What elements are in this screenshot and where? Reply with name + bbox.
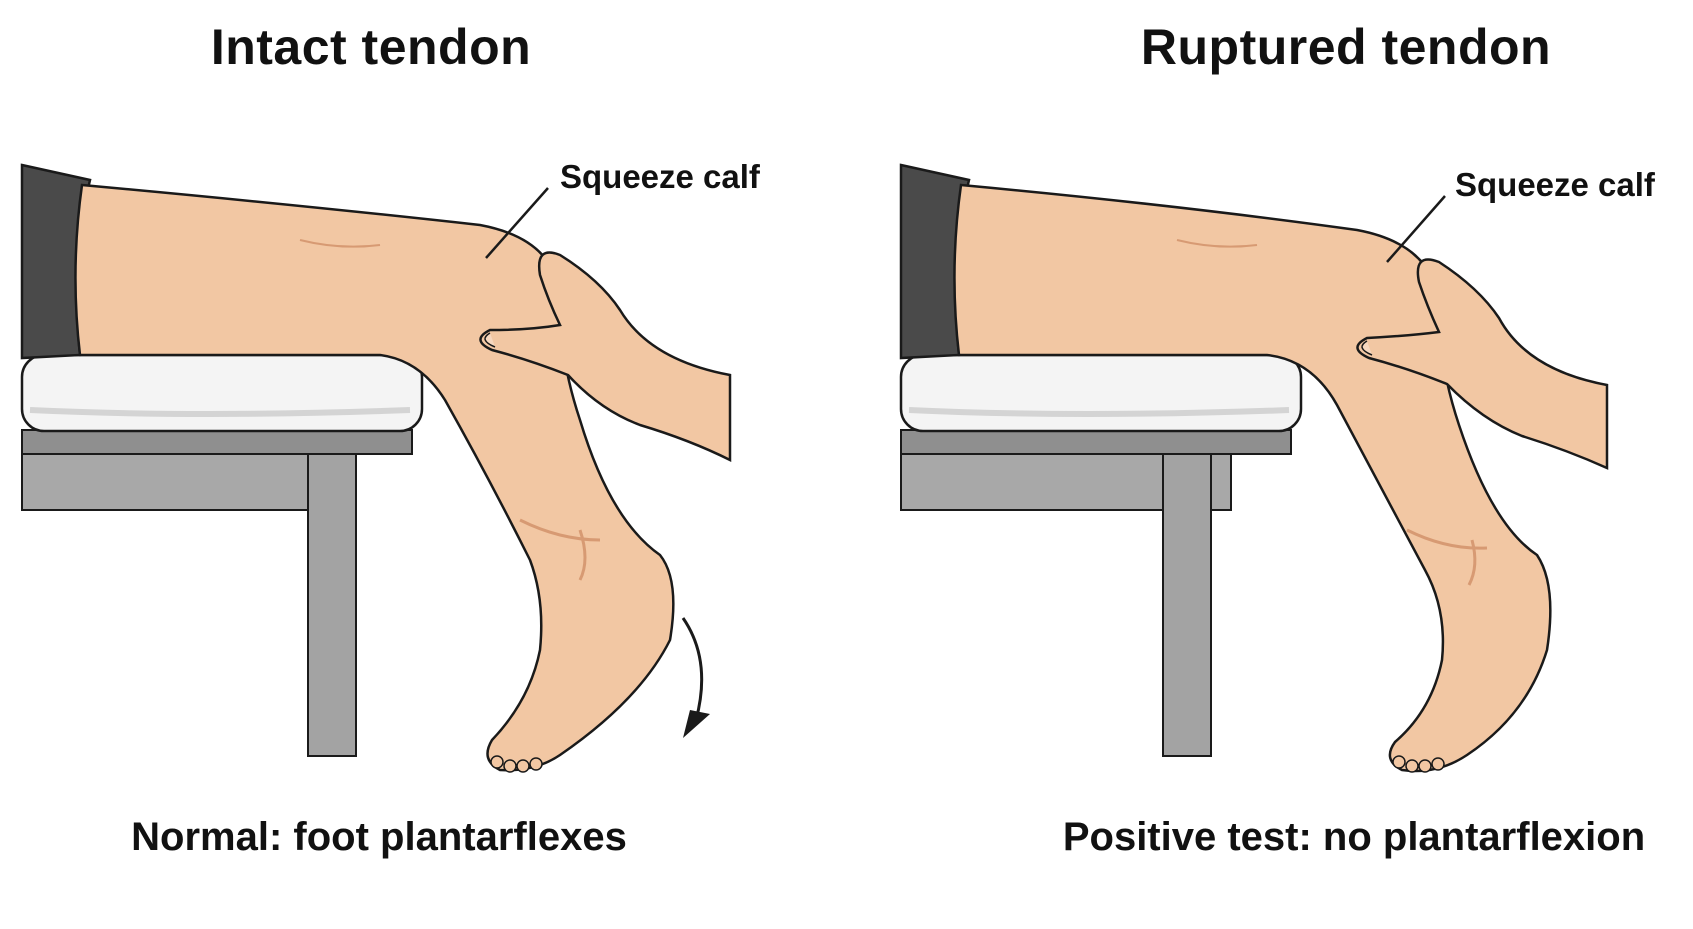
examiner-hand: [479, 251, 732, 463]
panel-title-ruptured: Ruptured tendon: [1140, 19, 1552, 75]
exam-table: [20, 353, 424, 757]
squeeze-calf-label: Squeeze calf: [1455, 166, 1655, 203]
leader-line: [1386, 195, 1446, 263]
panel-title-intact: Intact tendon: [210, 19, 532, 75]
panel-ruptured: Ruptured tendon Squeeze calf Positive te…: [847, 0, 1693, 929]
examiner-hand: [1356, 258, 1609, 470]
caption-intact: Normal: foot plantarflexes: [131, 815, 627, 859]
caption-ruptured: Positive test: no plantarflexion: [1062, 815, 1646, 859]
panel-intact: Intact tendon: [0, 0, 846, 929]
curved-arrow-down-icon: [681, 617, 710, 738]
exam-table: [899, 353, 1303, 757]
illustration-intact: [20, 163, 732, 773]
leader-line: [485, 187, 549, 259]
illustration-ruptured: [899, 163, 1609, 773]
squeeze-calf-label: Squeeze calf: [560, 158, 760, 195]
